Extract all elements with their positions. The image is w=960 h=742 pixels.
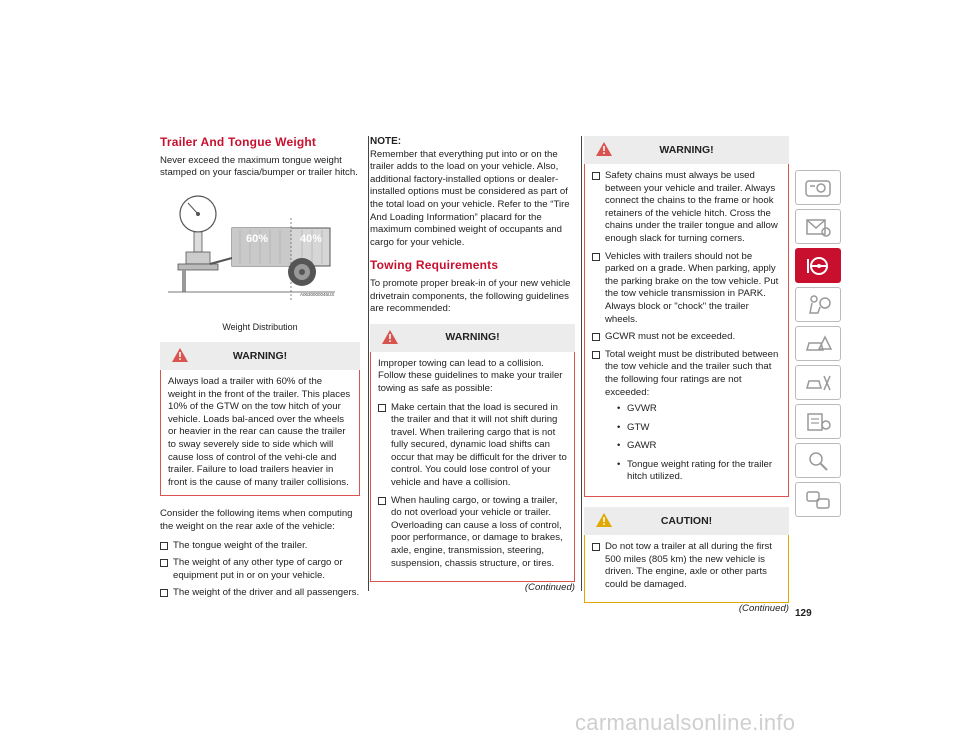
- warning-header: WARNING!: [160, 341, 360, 370]
- warning-body: Always load a trailer with 60% of the we…: [160, 369, 360, 497]
- warning-box: WARNING! Improper towing can lead to a c…: [370, 323, 575, 583]
- caution-header: CAUTION!: [584, 507, 789, 536]
- rear-weight-percent: 40%: [300, 233, 322, 245]
- warning-box: WARNING! Always load a trailer with 60% …: [160, 341, 360, 497]
- column-divider: [581, 136, 582, 591]
- page-number: 129: [795, 608, 812, 619]
- left-column: Trailer And Tongue Weight Never exceed t…: [160, 136, 360, 605]
- list-item: GTW: [605, 422, 781, 435]
- tongue-weight-intro: Never exceed the maximum tongue weight s…: [160, 154, 358, 179]
- list-item: The tongue weight of the trailer.: [160, 540, 360, 553]
- list-item: Make certain that the load is secured in…: [378, 402, 567, 490]
- nav-specifications-list[interactable]: [795, 404, 841, 439]
- service-tools-icon: [806, 375, 831, 390]
- nav-multilingual[interactable]: [795, 482, 841, 517]
- middle-column: NOTE: Remember that everything put into …: [370, 136, 575, 595]
- nav-roadside-warning[interactable]: [795, 326, 841, 361]
- list-item: The weight of the driver and all passeng…: [160, 587, 360, 600]
- right-column: WARNING! Safety chains must always be us…: [584, 136, 789, 616]
- rear-axle-items: The tongue weight of the trailer. The we…: [160, 540, 360, 600]
- warning-list: Safety chains must always be used betwee…: [592, 170, 781, 484]
- roadside-warning-icon: [806, 334, 832, 351]
- caution-list: Do not tow a trailer at all during the f…: [592, 541, 781, 591]
- list-item: When hauling cargo, or towing a trailer,…: [378, 495, 567, 571]
- nav-warning-lights[interactable]: [795, 209, 841, 244]
- note-title: NOTE:: [370, 136, 402, 147]
- figure-caption: Weight Distribution: [222, 322, 298, 333]
- steering-wheel-icon: [807, 256, 828, 275]
- warning-box: WARNING! Safety chains must always be us…: [584, 136, 789, 498]
- continued-label: (Continued): [738, 603, 789, 615]
- warning-body: Improper towing can lead to a collision.…: [370, 351, 575, 583]
- section-heading-trailer-tongue-weight: Trailer And Tongue Weight: [160, 135, 317, 149]
- column-divider: [368, 136, 369, 591]
- warning-triangle-icon: [382, 329, 398, 344]
- warning-header: WARNING!: [370, 323, 575, 352]
- warning-lights-icon: [806, 218, 831, 237]
- nav-dashboard-gauge[interactable]: [795, 170, 841, 205]
- list-item: Vehicles with trailers should not be par…: [592, 251, 781, 327]
- rear-axle-intro: Consider the following items when comput…: [160, 508, 353, 532]
- caution-box: CAUTION! Do not tow a trailer at all dur…: [584, 507, 789, 604]
- warning-list: Make certain that the load is secured in…: [378, 402, 567, 571]
- list-item: Total weight must be distributed between…: [592, 349, 781, 484]
- nav-steering-wheel[interactable]: [795, 248, 841, 283]
- weight-distribution-illustration: 60% 40% A0630000046US: [168, 195, 335, 300]
- airbag-seat-icon: [809, 294, 831, 314]
- watermark: carmanualsonline.info: [575, 710, 796, 735]
- warning-title: WARNING!: [659, 143, 714, 156]
- warning-title: WARNING!: [445, 331, 500, 344]
- chapter-sidebar: [795, 170, 841, 521]
- section-heading-towing-requirements: Towing Requirements: [370, 258, 499, 273]
- nav-service-tools[interactable]: [795, 365, 841, 400]
- warning-triangle-icon: [172, 347, 188, 362]
- multilingual-icon: [806, 490, 830, 509]
- nav-airbag-seat[interactable]: [795, 287, 841, 322]
- list-item: GVWR: [605, 403, 781, 416]
- nav-search[interactable]: [795, 443, 841, 478]
- list-item: The weight of any other type of cargo or…: [160, 557, 360, 582]
- figure-code: A0630000046US: [300, 292, 334, 297]
- list-item: GCWR must not be exceeded.: [592, 331, 781, 344]
- warning-body: Safety chains must always be used betwee…: [584, 164, 789, 498]
- warning-intro: Improper towing can lead to a collision.…: [378, 357, 563, 394]
- note-text: Remember that everything put into or on …: [370, 148, 570, 248]
- ratings-list: GVWR GTW GAWR Tongue weight rating for t…: [605, 403, 781, 484]
- list-item: Safety chains must always be used betwee…: [592, 170, 781, 246]
- caution-title: CAUTION!: [660, 514, 713, 527]
- caution-body: Do not tow a trailer at all during the f…: [584, 535, 789, 604]
- front-weight-percent: 60%: [246, 233, 268, 245]
- continued-label: (Continued): [524, 582, 575, 594]
- list-item: Do not tow a trailer at all during the f…: [592, 541, 781, 591]
- warning-title: WARNING!: [232, 349, 288, 362]
- search-magnifier-icon: [809, 451, 828, 471]
- warning-triangle-icon: [596, 142, 612, 156]
- list-item: Tongue weight rating for the trailer hit…: [605, 459, 781, 484]
- caution-triangle-icon: [596, 513, 612, 528]
- towing-intro: To promote proper break-in of your new v…: [370, 277, 571, 315]
- dashboard-gauge-icon: [805, 179, 831, 197]
- specifications-list-icon: [807, 412, 831, 431]
- list-item: GAWR: [605, 440, 781, 453]
- warning-header: WARNING!: [584, 136, 789, 164]
